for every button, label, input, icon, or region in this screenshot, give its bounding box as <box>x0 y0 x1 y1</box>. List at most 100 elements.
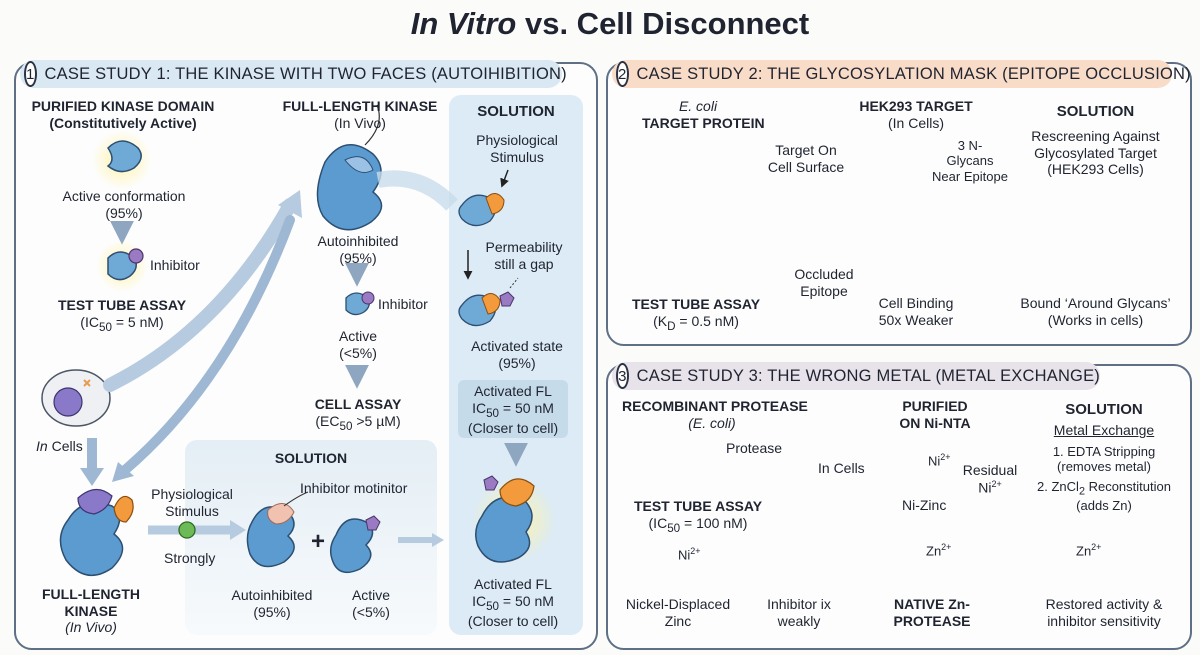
ecoli-italic: E. coli <box>678 98 718 114</box>
zn-ion-label-2: Zn2+ <box>1076 542 1101 559</box>
activated-fl-box <box>458 380 568 438</box>
active-conf-text: Active conformation <box>62 188 186 204</box>
glycans-label: 3 N- Glycans Near Epitope <box>930 138 1010 184</box>
cell-assay-title: CELL ASSAY <box>314 396 402 412</box>
ni-ion-label-2: Ni2+ <box>678 546 701 563</box>
permeability-label: Permeability still a gap <box>472 239 576 272</box>
recomb-2: (E. coli) <box>688 414 736 431</box>
case3-solution-title: SOLUTION <box>1065 401 1143 418</box>
autoinhib2-text: Autoinhibited <box>231 587 313 603</box>
zn-ion-label: Zn2+ <box>926 542 951 559</box>
actfl2-b: IC50 = 50 nM <box>458 593 568 614</box>
ic50-1-sub: 50 <box>98 320 112 334</box>
perm-1: Permeability <box>485 239 563 255</box>
active-2-label: Active (<5%) <box>336 587 406 620</box>
glycans-2: Glycans <box>946 153 994 169</box>
ni-zinc-label: Ni-Zinc <box>902 497 947 513</box>
target-surface-label: Target On Cell Surface <box>762 142 850 175</box>
case2-solution-text: Rescreening Against Glycosylated Target … <box>1014 128 1177 178</box>
restored-2: inhibitor sensitivity <box>1047 612 1161 629</box>
phys-stim-r2: Stimulus <box>490 148 544 165</box>
ic50-3-post: = 100 nM) <box>680 514 748 531</box>
recombinant-protease-title: RECOMBINANT PROTEASE (E. coli) <box>622 398 808 431</box>
active-pct: (<5%) <box>339 344 377 361</box>
active-conf-pct: (95%) <box>105 204 143 221</box>
residual-ni-label: Residual Ni2+ <box>958 462 1022 496</box>
kd-sub: D <box>667 319 676 333</box>
fl-bottom-2: KINASE <box>64 602 118 619</box>
nickel-displaced-label: Nickel-Displaced Zinc <box>614 596 742 629</box>
actfl2-b-post: = 50 nM <box>499 592 554 609</box>
autoinhib2-pct: (95%) <box>253 603 291 620</box>
test-tube-3-ic50: (IC50 = 100 nM) <box>624 515 772 536</box>
cell-assay-ec50: (EC50 >5 µM) <box>300 413 416 434</box>
title-italic: In Vitro <box>410 6 517 41</box>
zn-sup: 2+ <box>941 542 952 552</box>
solution-right-title: SOLUTION <box>477 103 555 120</box>
actfl1-c: (Closer to cell) <box>467 420 559 437</box>
phys-stimulus-right: Physiological Stimulus <box>460 132 574 165</box>
fl-bottom-3: (In Vivo) <box>65 619 117 636</box>
plus-sign: + <box>311 528 326 555</box>
residual-2-wrap: Ni2+ <box>958 479 1022 496</box>
native-zn-protease-label: NATIVE Zn- PROTEASE <box>876 596 988 629</box>
full-length-kinase-title: FULL-LENGTH KINASE (In Vivo) <box>276 98 444 131</box>
case3-panel <box>606 364 1192 650</box>
occluded-epitope-label: Occluded Epitope <box>782 266 866 299</box>
ec50-label: (EC <box>315 412 340 429</box>
actfl1-b-post: = 50 nM <box>499 399 554 416</box>
autoinhib-text: Autoinhibited <box>317 233 399 249</box>
case2-solution-title: SOLUTION <box>1056 103 1135 120</box>
zn-text: Zn <box>926 543 942 559</box>
case3-header-text: CASE STUDY 3: THE WRONG METAL (METAL EXC… <box>636 366 1100 385</box>
cell-binding-label: Cell Binding 50x Weaker <box>866 295 966 328</box>
bound-2: (Works in cells) <box>1047 311 1144 328</box>
test-tube-1-ic50: (IC50 = 5 nM) <box>40 314 204 335</box>
purified-2: ON Ni-NTA <box>899 414 971 431</box>
in-cells-label: In Cells <box>36 438 83 455</box>
step2b: (adds Zn) <box>1076 498 1132 514</box>
test-tube-3-title: TEST TUBE ASSAY <box>633 498 763 514</box>
step2a-sub: 2 <box>1078 485 1085 498</box>
fl-title-line: FULL-LENGTH KINASE <box>282 98 438 114</box>
cell-assay-label: CELL ASSAY (EC50 >5 µM) <box>300 396 416 433</box>
bound-1: Bound ‘Around Glycans’ <box>1020 295 1171 311</box>
activated-state-text: Activated state <box>471 338 563 354</box>
case2-header-text: CASE STUDY 2: THE GLYCOSYLATION MASK (EP… <box>636 64 1191 83</box>
ni2-text: Ni <box>678 547 691 563</box>
active-label: Active (<5%) <box>320 328 396 361</box>
ecoli-target-text: TARGET PROTEIN <box>642 114 765 131</box>
residual-1: Residual <box>962 462 1018 478</box>
ic50-3-sub: 50 <box>667 521 681 535</box>
inhibitor-label-2: Inhibitor <box>378 296 428 312</box>
ec50-sub: 50 <box>339 419 353 433</box>
active2-text: Active <box>351 587 391 603</box>
ic50-1-label: (IC <box>80 313 99 330</box>
glycans-3: Near Epitope <box>932 168 1008 184</box>
fl-sub-line: (In Vivo) <box>334 114 386 131</box>
native-2: PROTEASE <box>893 612 971 629</box>
zn2-text: Zn <box>1076 543 1092 559</box>
fl-bottom-1: FULL-LENGTH <box>42 586 140 602</box>
phys-stim-2: Stimulus <box>165 502 219 519</box>
autoinhibited-2-label: Autoinhibited (95%) <box>220 587 324 620</box>
in-cells-label-3: In Cells <box>818 460 865 476</box>
restored-activity-label: Restored activity & inhibitor sensitivit… <box>1030 596 1178 629</box>
hek-sub: (In Cells) <box>887 114 944 131</box>
sol2-1: Rescreening Against <box>1031 128 1160 144</box>
nickel-1: Nickel-Displaced <box>625 596 731 612</box>
fl-kinase-bottom-label: FULL-LENGTH KINASE (In Vivo) <box>28 586 154 636</box>
actfl2-a: Activated FL <box>474 576 552 592</box>
ic50-1-value: = 5 nM) <box>111 313 164 330</box>
active2-pct: (<5%) <box>352 603 390 620</box>
target-surface-1: Target On <box>775 142 837 158</box>
hek-title: HEK293 TARGET <box>859 98 973 114</box>
ni2-sup: 2+ <box>690 546 701 556</box>
restored-1: Restored activity & <box>1045 596 1163 612</box>
ni-sup: 2+ <box>940 452 951 462</box>
phys-stimulus-label: Physiological Stimulus <box>140 486 244 519</box>
actfl1-b-pre: IC <box>472 399 487 416</box>
glycans-1: 3 N- <box>957 138 983 153</box>
sol2-2: Glycosylated Target <box>1034 144 1157 161</box>
hek-target-label: HEK293 TARGET (In Cells) <box>852 98 980 131</box>
